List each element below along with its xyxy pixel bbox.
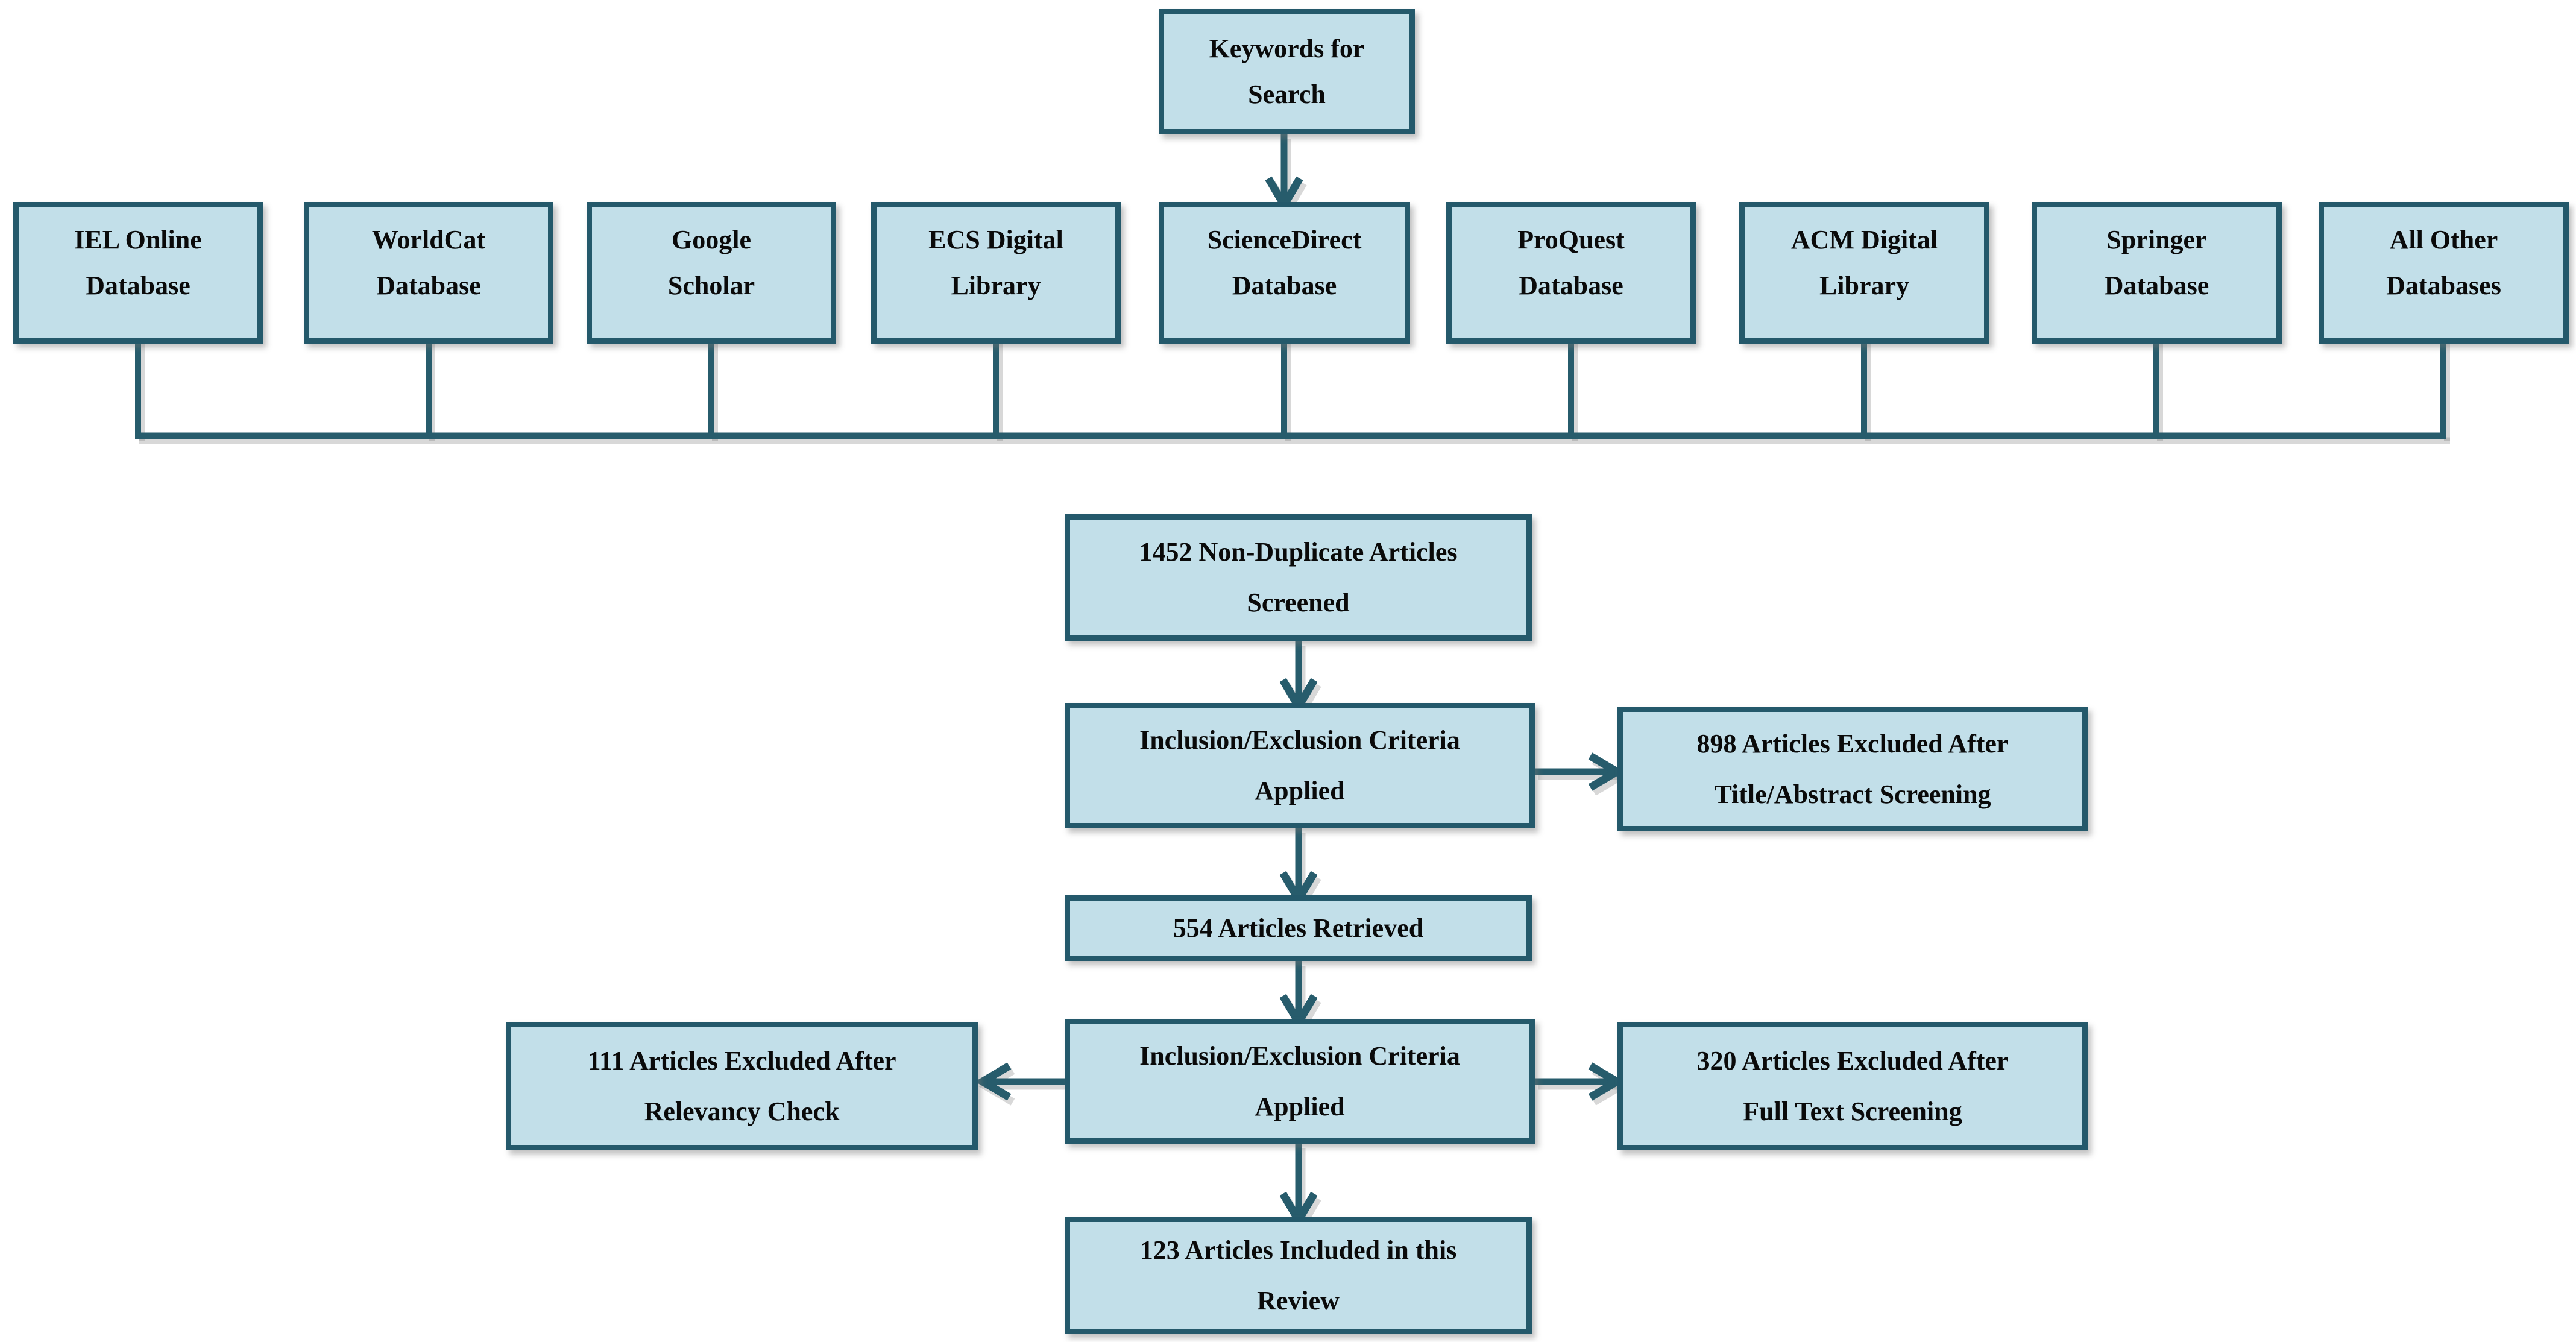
node-database-sciencedirect: ScienceDirect Database [1159,202,1410,344]
node-database-ecs-digital: ECS Digital Library [871,202,1121,344]
node-label-line: Library [951,271,1041,300]
node-898-excluded-title-abstract: 898 Articles Excluded After Title/Abstra… [1617,707,2088,831]
node-label-line: Databases [2386,271,2501,300]
node-label-line: ScienceDirect [1207,225,1362,254]
node-label-line: Springer [2106,225,2207,254]
node-label-line: Scholar [667,271,755,300]
node-database-iel-online: IEL Online Database [13,202,263,344]
node-database-all-other: All Other Databases [2319,202,2569,344]
node-label-line: Inclusion/Exclusion Criteria [1139,725,1460,755]
node-123-included: 123 Articles Included in this Review [1065,1217,1532,1334]
node-label-line: Full Text Screening [1743,1096,1962,1126]
node-1452-screened: 1452 Non-Duplicate Articles Screened [1065,514,1532,641]
node-label-line: Search [1248,80,1326,109]
node-keywords-for-search: Keywords for Search [1159,9,1415,134]
node-label-line: Applied [1255,1091,1345,1121]
node-label-line: Screened [1247,588,1350,617]
node-database-acm-digital: ACM Digital Library [1739,202,1989,344]
node-label-line: Keywords for [1209,34,1365,63]
node-label-line: Database [2104,271,2209,300]
node-label-line: Library [1819,271,1910,300]
node-label-line: 554 Articles Retrieved [1173,913,1424,943]
node-label-line: Database [376,271,481,300]
node-label-line: Review [1257,1285,1340,1315]
node-database-proquest: ProQuest Database [1446,202,1696,344]
node-label-line: 111 Articles Excluded After [587,1045,896,1076]
node-label-line: WorldCat [371,225,486,254]
node-label-line: 123 Articles Included in this [1139,1235,1457,1265]
node-label-line: Relevancy Check [644,1096,840,1126]
node-database-google-scholar: Google Scholar [587,202,836,344]
node-label-line: 320 Articles Excluded After [1696,1045,2009,1076]
node-label-line: ProQuest [1517,225,1625,254]
node-label-line: Database [86,271,191,300]
node-label-line: Google [672,225,751,254]
node-label-line: All Other [2389,225,2498,254]
node-criteria-applied-2: Inclusion/Exclusion Criteria Applied [1065,1019,1535,1144]
node-label-line: Inclusion/Exclusion Criteria [1139,1041,1460,1071]
node-label-line: 1452 Non-Duplicate Articles [1139,537,1458,567]
node-database-worldcat: WorldCat Database [304,202,553,344]
node-554-retrieved: 554 Articles Retrieved [1065,895,1532,961]
node-label-line: Database [1232,271,1337,300]
node-criteria-applied-1: Inclusion/Exclusion Criteria Applied [1065,703,1535,828]
node-label-line: Database [1519,271,1623,300]
node-111-excluded-relevancy: 111 Articles Excluded After Relevancy Ch… [506,1022,978,1150]
node-label-line: 898 Articles Excluded After [1696,728,2009,758]
node-320-excluded-fulltext: 320 Articles Excluded After Full Text Sc… [1617,1022,2088,1150]
node-label-line: Title/Abstract Screening [1714,779,1991,809]
node-label-line: Applied [1255,776,1345,805]
node-label-line: IEL Online [74,225,202,254]
node-label-line: ECS Digital [928,225,1063,254]
node-label-line: ACM Digital [1790,225,1938,254]
node-database-springer: Springer Database [2032,202,2282,344]
